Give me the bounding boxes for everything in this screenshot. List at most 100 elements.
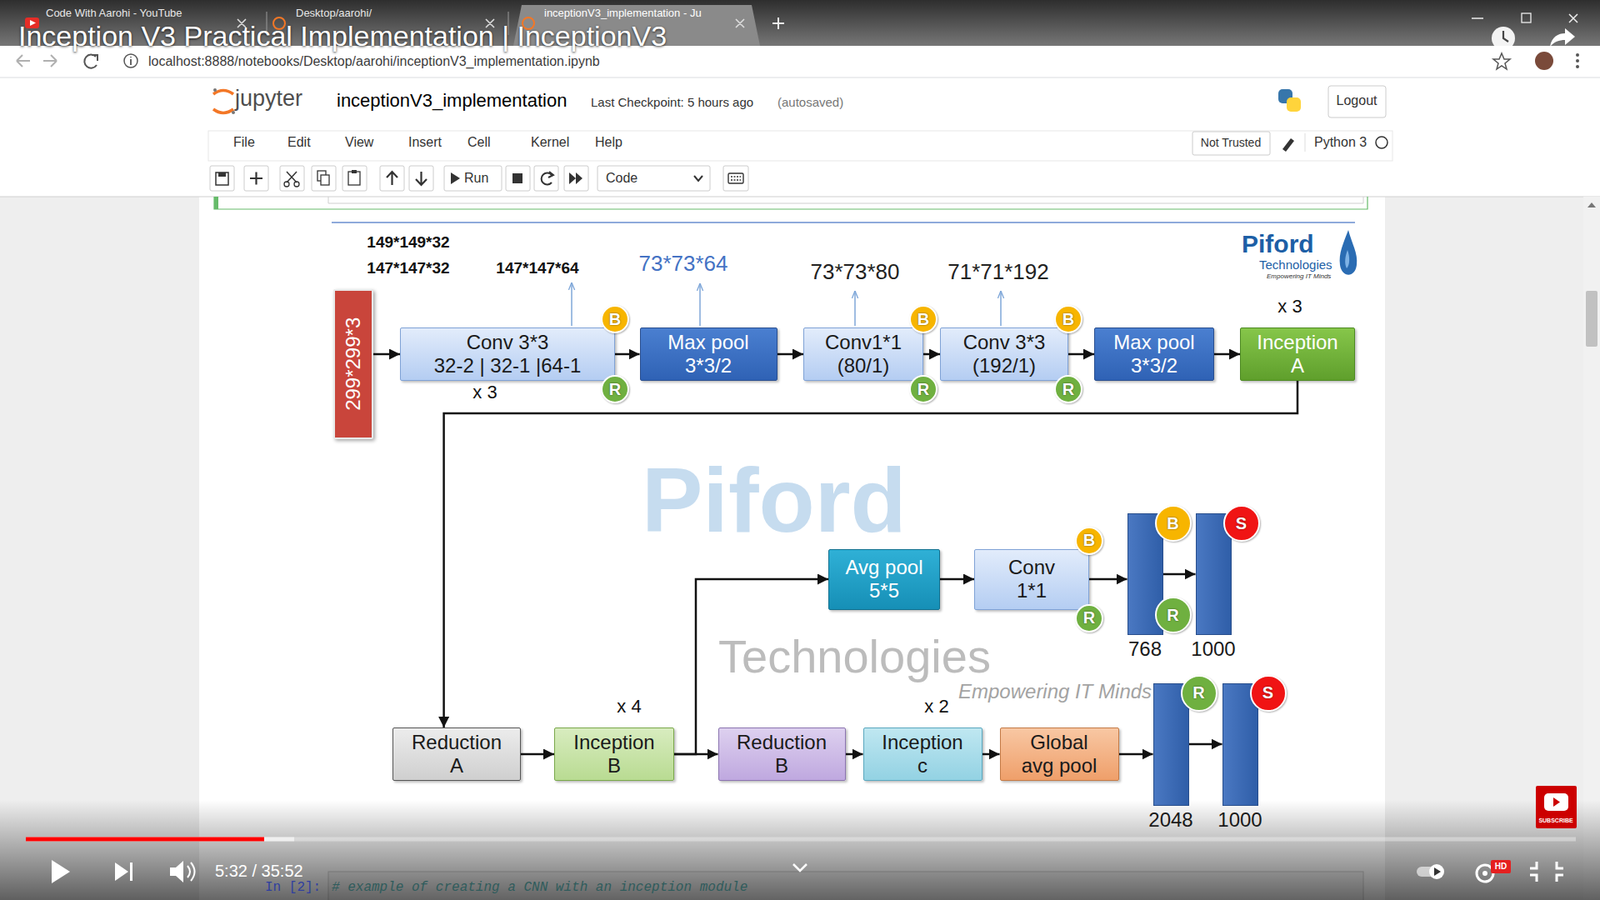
repeat-count: x 4 (616, 695, 641, 717)
node-text: (192/1) (972, 354, 1036, 378)
relu-badge: R (1155, 596, 1192, 634)
toolbar-button (534, 165, 559, 191)
browser-tab-title: Code With Aarohi - YouTube (45, 7, 183, 20)
notebook-background (0, 196, 1600, 900)
toolbar-button (597, 165, 710, 191)
leader-arrow (570, 282, 573, 326)
video-overlay (793, 864, 807, 871)
batchnorm-badge: B (1054, 305, 1083, 334)
toolbar-button (541, 173, 552, 185)
video-overlay (25, 837, 1576, 842)
toolbar-button (244, 165, 269, 191)
node-text: 32-2 | 32-1 |64-1 (434, 354, 582, 378)
softmax-badge: S (1250, 675, 1287, 712)
video-overlay (187, 862, 195, 881)
maxpool-box: Max pool3*3/2 (640, 327, 778, 381)
layer-size-label: 1000 (1217, 808, 1262, 832)
leader-arrow (1000, 290, 1002, 326)
quality-badge: HD (1495, 861, 1507, 872)
dimension-label: 147*147*32 (366, 259, 450, 278)
toolbar-button (250, 172, 263, 185)
reduction-module-box: ReductionB (718, 727, 846, 781)
toolbar-button (386, 171, 398, 185)
badge-letter: R (1062, 380, 1075, 400)
conv-layer-box: Conv1*1(80/1) (803, 327, 924, 381)
node-text: A (450, 754, 464, 778)
toolbar-button (505, 165, 530, 191)
status-badge: Not Trusted (1200, 135, 1261, 150)
notebook-header (231, 110, 235, 115)
relu-badge: R (600, 375, 630, 404)
browser-tab-bar (1471, 17, 1484, 20)
softmax-badge: S (1223, 505, 1260, 542)
notebook-header (0, 77, 1600, 197)
node-text: B (607, 754, 621, 778)
toolbar-button (409, 165, 434, 191)
notebook-background (214, 196, 219, 210)
video-title: Inception V3 Practical Implementation | … (18, 20, 667, 52)
notebook-background (1587, 202, 1596, 208)
batchnorm-badge: B (909, 305, 938, 334)
connector-arrow (845, 753, 864, 756)
node-text: Inception (1256, 330, 1338, 355)
browser-tab-bar (1503, 30, 1509, 42)
address-bar (1535, 51, 1554, 70)
browser-tab-bar (1550, 28, 1575, 47)
notebook-header (1286, 97, 1301, 112)
node-text: Max pool (667, 330, 749, 355)
maxpool-box: Max pool3*3/2 (1094, 327, 1215, 381)
menu-item: Kernel (530, 135, 570, 150)
toolbar-button (286, 171, 297, 183)
relu-badge: R (1180, 675, 1218, 712)
address-bar (1575, 59, 1580, 63)
menu-item: Edit (287, 135, 311, 150)
repeat-count: x 3 (1277, 295, 1302, 317)
subscribe-label: SUBSCRIBE (1538, 817, 1573, 824)
toolbar-button (548, 171, 554, 178)
conv-layer-box: Conv 3*332-2 | 32-1 |64-1 (400, 327, 615, 381)
browser-tab-bar (1569, 14, 1578, 23)
connector-arrow (940, 578, 975, 581)
node-text: Global (1030, 730, 1088, 755)
inception-module-box: Inceptionc (863, 727, 983, 781)
address-bar (1575, 53, 1580, 57)
badge-letter: S (1262, 683, 1274, 703)
toolbar-button (723, 165, 749, 191)
notebook-header (0, 77, 1600, 79)
address-bar (91, 55, 98, 61)
node-text: Reduction (736, 730, 827, 755)
toolbar-button (348, 171, 360, 185)
video-overlay (1429, 864, 1445, 880)
video-overlay (170, 860, 184, 883)
badge-letter: S (1235, 514, 1247, 534)
address-bar (130, 56, 132, 65)
cell-prompt: In [2]: (265, 880, 321, 895)
notebook-header (1192, 131, 1270, 155)
url-text: localhost:8888/notebooks/Desktop/aarohi/… (148, 54, 600, 70)
toolbar-button (564, 165, 589, 191)
toolbar-button (380, 165, 405, 191)
node-text: (80/1) (837, 354, 890, 378)
global-avgpool-box: Globalavg pool (1000, 727, 1120, 781)
toolbar-button (450, 172, 460, 185)
node-text: c (917, 754, 928, 778)
menu-item: Insert (408, 135, 442, 150)
connector-arrow (982, 753, 1000, 756)
conv-layer-box: Conv1*1 (974, 549, 1090, 610)
toolbar-button (342, 165, 367, 191)
node-text: avg pool (1021, 754, 1098, 778)
video-overlay (0, 785, 1600, 900)
video-time: 5:32 / 35:52 (215, 861, 304, 881)
repeat-count: x 3 (472, 381, 497, 403)
node-text: B (775, 754, 789, 778)
menu-item: Cell (467, 135, 491, 150)
connector-arrow (373, 353, 400, 356)
video-overlay (1434, 867, 1441, 876)
toolbar-button (694, 175, 703, 181)
badge-letter: R (1166, 605, 1179, 625)
logo-flame (1340, 230, 1358, 275)
browser-tab-bar (772, 17, 785, 30)
notebook-background (0, 196, 1600, 900)
video-overlay (51, 860, 70, 884)
dimension-label: 147*147*64 (495, 259, 579, 278)
